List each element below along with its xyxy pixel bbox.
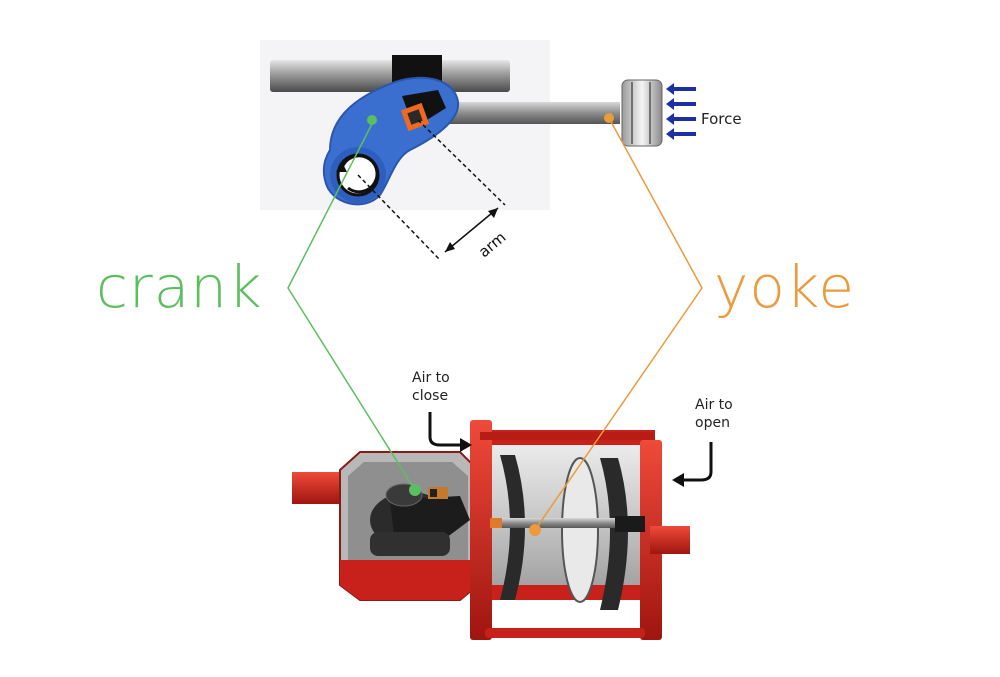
arm-label: arm (475, 228, 509, 261)
rod-end-disc (621, 79, 663, 147)
upper-shaft (270, 60, 510, 92)
air-to-close-line-1: Air to (412, 370, 450, 386)
force-arrows (666, 83, 696, 140)
actuator-cutaway (292, 412, 713, 640)
air-to-close-label: Air to close (412, 369, 450, 405)
yoke-connector (529, 113, 703, 536)
lever-schematic (260, 40, 696, 261)
stop-bolt (650, 526, 690, 554)
air-to-open-line-1: Air to (695, 397, 733, 413)
crank-connector (287, 115, 421, 496)
air-to-open-label: Air to open (695, 396, 733, 432)
port-arrows (428, 412, 713, 487)
air-to-close-line-2: close (412, 388, 449, 404)
scotch-yoke (370, 483, 470, 556)
piston-rod (420, 102, 620, 124)
crank-label: crank (96, 253, 263, 321)
air-to-open-line-2: open (695, 415, 730, 431)
yoke-label: yoke (714, 253, 856, 321)
force-label: Force (701, 110, 742, 128)
cylinder-body (470, 420, 662, 640)
arm-dimension (357, 119, 506, 261)
